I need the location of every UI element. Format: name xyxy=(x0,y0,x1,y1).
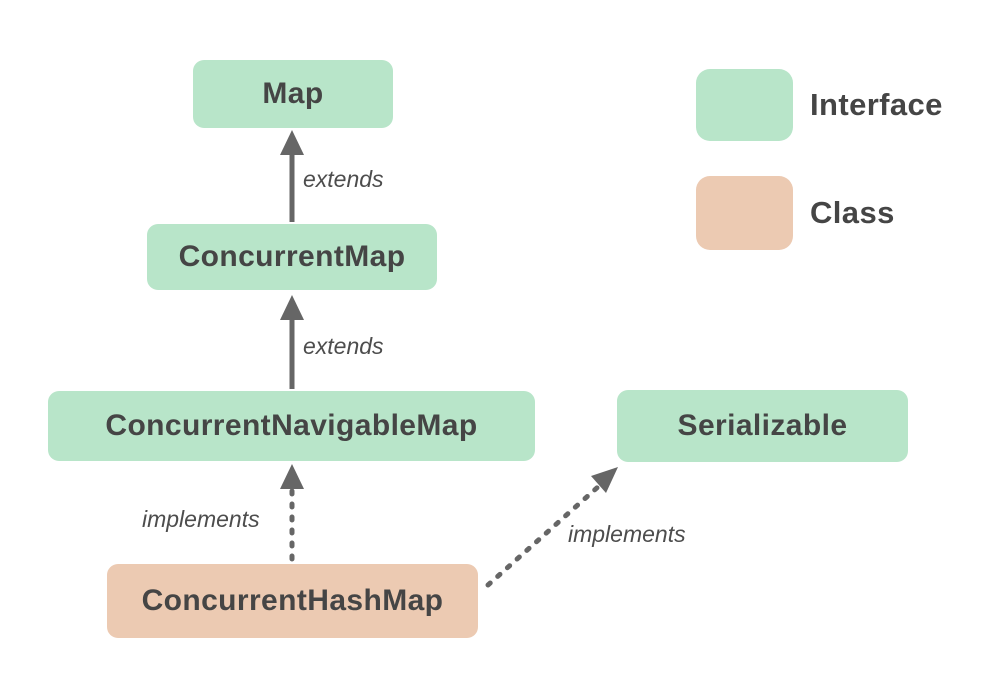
node-serializable-label: Serializable xyxy=(677,409,848,442)
node-map: Map xyxy=(193,60,393,128)
node-concurrent-navigable-map: ConcurrentNavigableMap xyxy=(48,391,535,461)
node-concurrent-map-label: ConcurrentMap xyxy=(178,240,406,273)
edge-label-implements-concurrent-navigable-map: implements xyxy=(142,506,260,532)
legend-interface-label: Interface xyxy=(810,87,943,122)
node-concurrent-hash-map: ConcurrentHashMap xyxy=(107,564,478,638)
node-map-label: Map xyxy=(262,77,324,110)
edge-label-implements-serializable: implements xyxy=(568,521,686,547)
node-concurrent-map: ConcurrentMap xyxy=(147,224,437,290)
edge-label-extends-map: extends xyxy=(303,166,384,192)
legend-class-swatch xyxy=(696,176,793,250)
edge-label-extends-concurrent-map: extends xyxy=(303,333,384,359)
legend-interface-swatch xyxy=(696,69,793,141)
implements-arrow-concurrent-navigable-map xyxy=(280,464,304,562)
legend-class-label: Class xyxy=(810,195,895,230)
extends-arrow-map xyxy=(280,130,304,222)
node-serializable: Serializable xyxy=(617,390,908,462)
extends-arrow-concurrent-map xyxy=(280,295,304,389)
node-concurrent-navigable-map-label: ConcurrentNavigableMap xyxy=(105,409,478,442)
node-concurrent-hash-map-label: ConcurrentHashMap xyxy=(141,584,444,617)
